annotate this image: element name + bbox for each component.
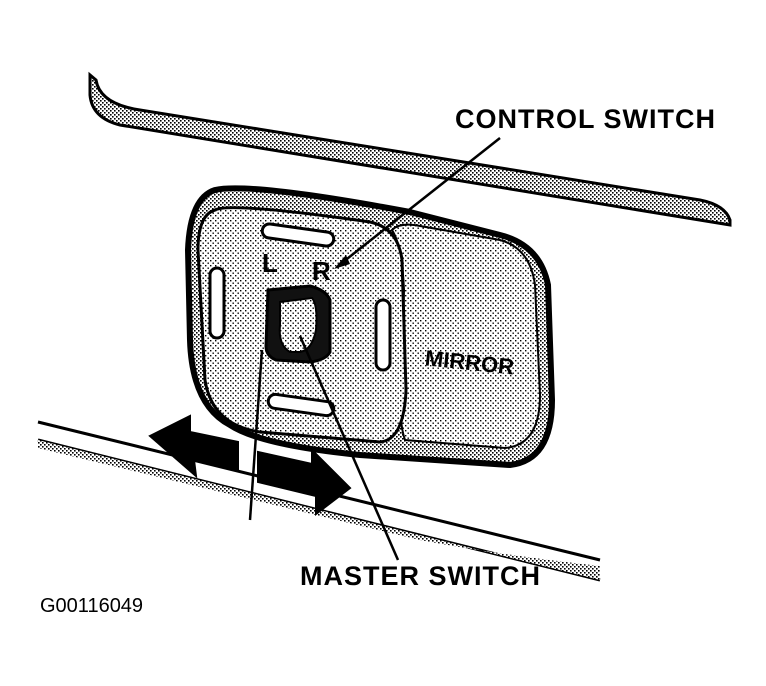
upper-trim-edge xyxy=(119,124,731,226)
down-indicator[interactable] xyxy=(266,392,336,418)
left-indicator[interactable] xyxy=(208,266,226,340)
left-mirror-marking: L xyxy=(262,248,278,278)
master-switch-knob-top xyxy=(278,296,318,353)
upper-trim-strip xyxy=(88,71,732,227)
figure-id: G00116049 xyxy=(40,595,143,617)
double-headed-arrow-icon xyxy=(148,414,352,517)
control-switch-label: CONTROL SWITCH xyxy=(455,104,716,134)
master-switch-leader-b xyxy=(248,349,264,521)
control-switch-leader xyxy=(337,137,501,267)
master-switch-label: MASTER SWITCH xyxy=(300,561,541,591)
right-indicator[interactable] xyxy=(374,298,392,372)
control-switch-arrowhead xyxy=(334,255,350,269)
up-indicator[interactable] xyxy=(260,222,336,248)
right-mirror-marking: R xyxy=(312,256,331,286)
master-switch-leader-a xyxy=(298,335,400,561)
mirror-panel xyxy=(390,223,542,450)
